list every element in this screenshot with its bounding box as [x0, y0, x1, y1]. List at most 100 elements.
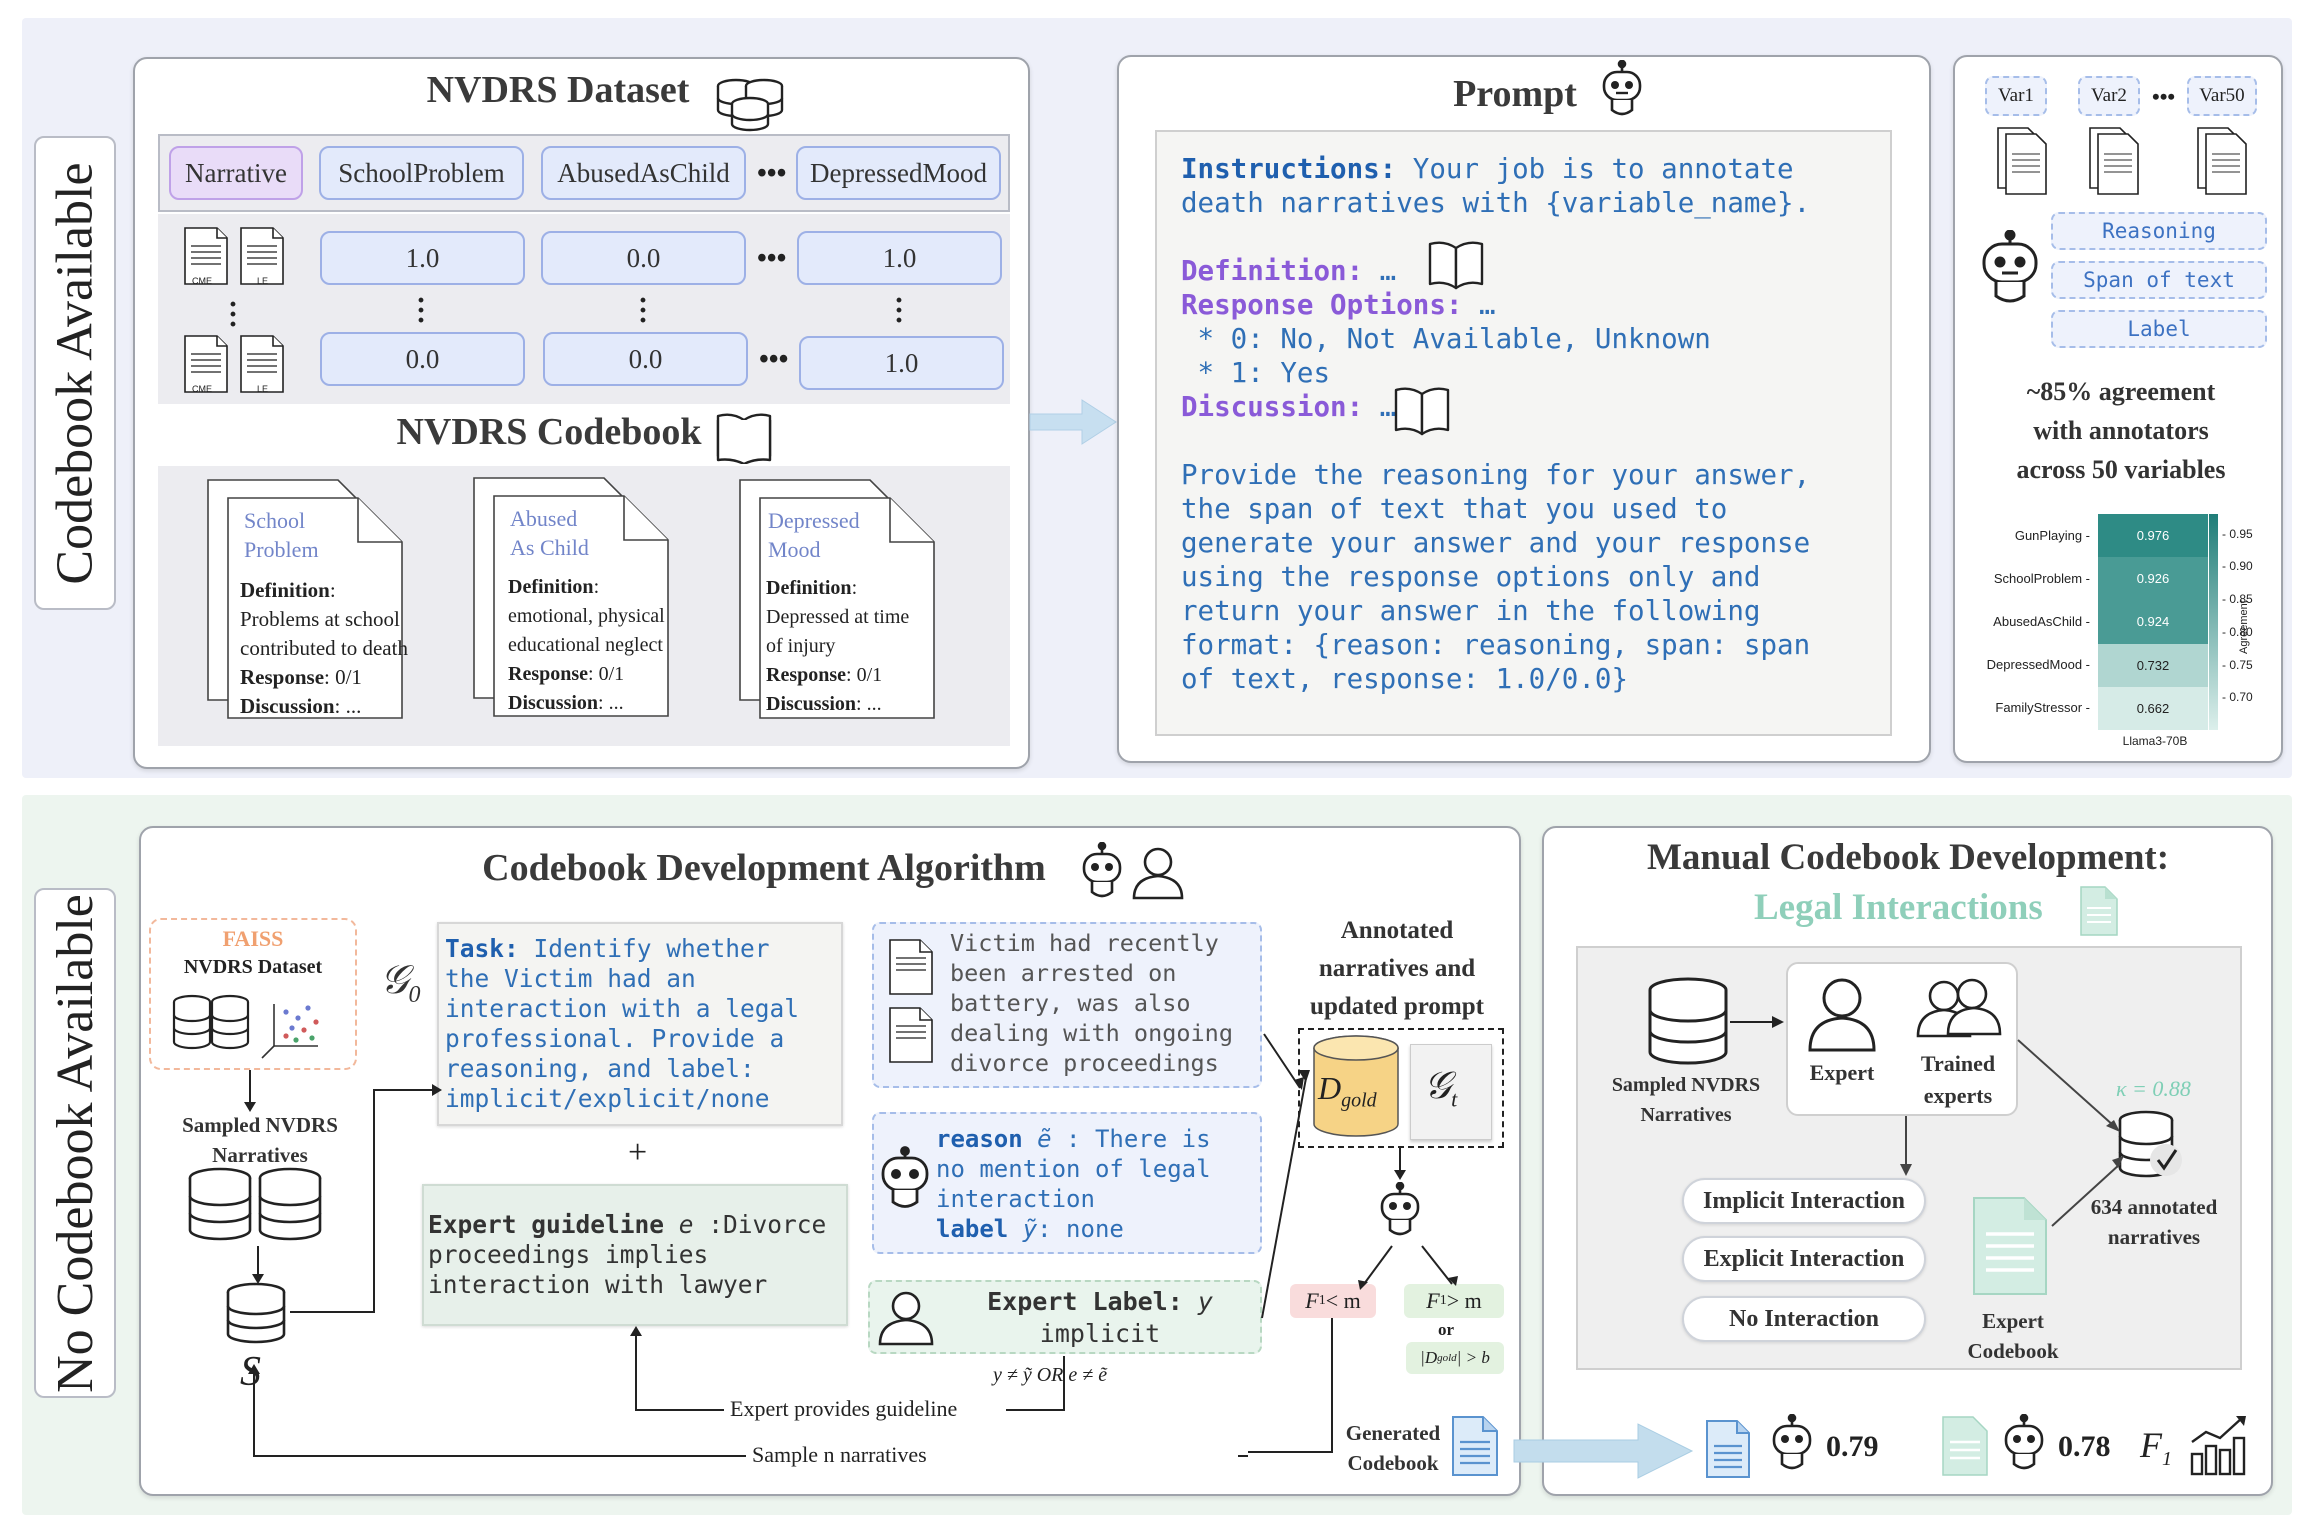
book-icon — [1428, 241, 1484, 290]
le-label-1: LE — [257, 276, 269, 286]
legal-doc-icon — [2080, 886, 2118, 936]
sample-n-label: Sample n narratives — [750, 1442, 929, 1468]
heatmap-colorbar-tick: - 0.90 — [2222, 559, 2253, 574]
rows-vdots-doc: ··· — [228, 288, 239, 341]
codebook-available-tab: Codebook Available — [34, 136, 116, 610]
heatmap-cell: 0.976 — [2098, 514, 2208, 558]
prompt-option-1: * 1: Yes — [1181, 357, 1331, 389]
manual-score: 0.78 — [2058, 1430, 2111, 1463]
row1-ellipsis: ••• — [757, 243, 787, 274]
no-codebook-tab: No Codebook Available — [34, 888, 116, 1398]
task-text: Task: Identify whether the Victim had an… — [445, 934, 800, 1113]
generated-codebook-doc-icon — [1706, 1420, 1750, 1478]
narrative-doc-icons — [889, 939, 933, 1063]
column-narrative: Narrative — [169, 146, 303, 200]
heatmap-colorbar-tick: - 0.95 — [2222, 526, 2253, 541]
faiss-down-arrow — [244, 1070, 256, 1112]
person-icon — [878, 1291, 934, 1346]
class-none: No Interaction — [1682, 1296, 1926, 1342]
card2-body: Definition: emotional, physical educatio… — [508, 576, 665, 714]
database-icon — [716, 78, 784, 132]
expert-label-text: Expert Label: y implicit — [987, 1287, 1213, 1348]
class-implicit: Implicit Interaction — [1682, 1178, 1926, 1224]
heatmap-row-label: AbusedAsChild - — [1993, 614, 2090, 629]
heatmap-colorbar-tick: - 0.70 — [2222, 690, 2253, 705]
kappa-label: κ = 0.88 — [2116, 1076, 2191, 1101]
le-label-2: LE — [257, 384, 269, 394]
robot-icon — [1772, 1414, 1812, 1470]
heatmap-colorbar — [2209, 514, 2218, 730]
expert-codebook-doc-icon — [1973, 1197, 2047, 1295]
heatmap-colorbar-ticks: - 0.95- 0.90- 0.85- 0.80- 0.75- 0.70 — [2220, 514, 2260, 730]
mismatch-condition: y ≠ ỹ OR e ≠ ẽ — [993, 1364, 1108, 1386]
dgold-label: Dgold — [1318, 1070, 1377, 1112]
row2-ellipsis: ••• — [759, 344, 789, 375]
narrative-doc-stacks — [1997, 127, 2247, 195]
cell-r2-c1: 0.0 — [320, 332, 525, 386]
prompt-body: Provide the reasoning for your answer, t… — [1181, 459, 1811, 695]
book-icon — [1394, 387, 1450, 436]
generated-score: 0.79 — [1826, 1430, 1879, 1463]
var1-chip: Var1 — [1985, 76, 2047, 116]
heatmap-row-label: FamilyStressor - — [1995, 700, 2090, 716]
expert-person-icon — [1808, 978, 1876, 1052]
output-span: Span of text — [2051, 261, 2267, 299]
or-text: or — [1438, 1320, 1455, 1339]
narrative-doc-icons-1 — [184, 227, 284, 285]
sampled-database-icon — [1648, 977, 1728, 1065]
cell-r1-c3: 1.0 — [797, 231, 1002, 285]
prompt-title: Prompt — [1453, 73, 1577, 115]
faiss-database-icon — [172, 994, 319, 1059]
robot-and-person-icon — [1082, 842, 1184, 900]
narrative-doc-icons-2 — [184, 335, 284, 393]
cell-r2-c3: 1.0 — [799, 336, 1004, 390]
heatmap-cell: 0.926 — [2098, 557, 2208, 601]
column-abusedaschild: AbusedAsChild — [541, 146, 746, 200]
book-icon — [716, 413, 772, 464]
vars-ellipsis: ••• — [2152, 84, 2176, 109]
cell-r1-c2: 0.0 — [541, 231, 746, 285]
heatmap-cell: 0.924 — [2098, 600, 2208, 644]
column-schoolproblem: SchoolProblem — [319, 146, 524, 200]
codebook-card-depressedmood — [739, 479, 935, 719]
annotated-database-icon — [2118, 1110, 2182, 1178]
prompt-definition: Definition: … — [1181, 255, 1397, 287]
expert-label: Expert — [1809, 1060, 1875, 1085]
prompt-response-options: Response Options: … — [1181, 289, 1496, 321]
dgold-database — [1313, 1035, 1399, 1137]
codebook-card-abusedaschild — [473, 477, 669, 717]
class-explicit: Explicit Interaction — [1682, 1236, 1926, 1282]
robot-icon — [881, 1146, 929, 1208]
manual-subtitle: Legal Interactions — [1754, 887, 2043, 928]
plus-sign: + — [628, 1134, 648, 1171]
heatmap-cell: 0.662 — [2098, 686, 2208, 730]
card1-body: Definition: Problems at school contribut… — [240, 578, 408, 718]
prompt-box — [1155, 130, 1892, 736]
manual-title: Manual Codebook Development: — [1646, 837, 2170, 878]
heatmap-cell: 0.732 — [2098, 643, 2208, 687]
dataset-title: NVDRS Dataset — [426, 69, 690, 111]
column-depressedmood: DepressedMood — [796, 146, 1001, 200]
faiss-dataset-label: NVDRS Dataset — [183, 956, 323, 978]
output-label: Label — [2051, 310, 2267, 348]
codebook-card-schoolproblem — [207, 479, 403, 719]
heatmap-row-labels: GunPlaying -SchoolProblem -AbusedAsChild… — [1966, 514, 2094, 730]
cme-label-2: CME — [192, 384, 212, 394]
heatmap-colorbar-tick: - 0.75 — [2222, 657, 2253, 672]
card3-body: Definition: Depressed at time of injury … — [766, 577, 910, 715]
dataset-to-prompt-arrow — [1029, 399, 1117, 445]
task-box — [437, 922, 843, 1126]
expert-codebook-doc-icon — [1942, 1416, 1988, 1476]
vdots-c2: ··· — [638, 284, 649, 337]
